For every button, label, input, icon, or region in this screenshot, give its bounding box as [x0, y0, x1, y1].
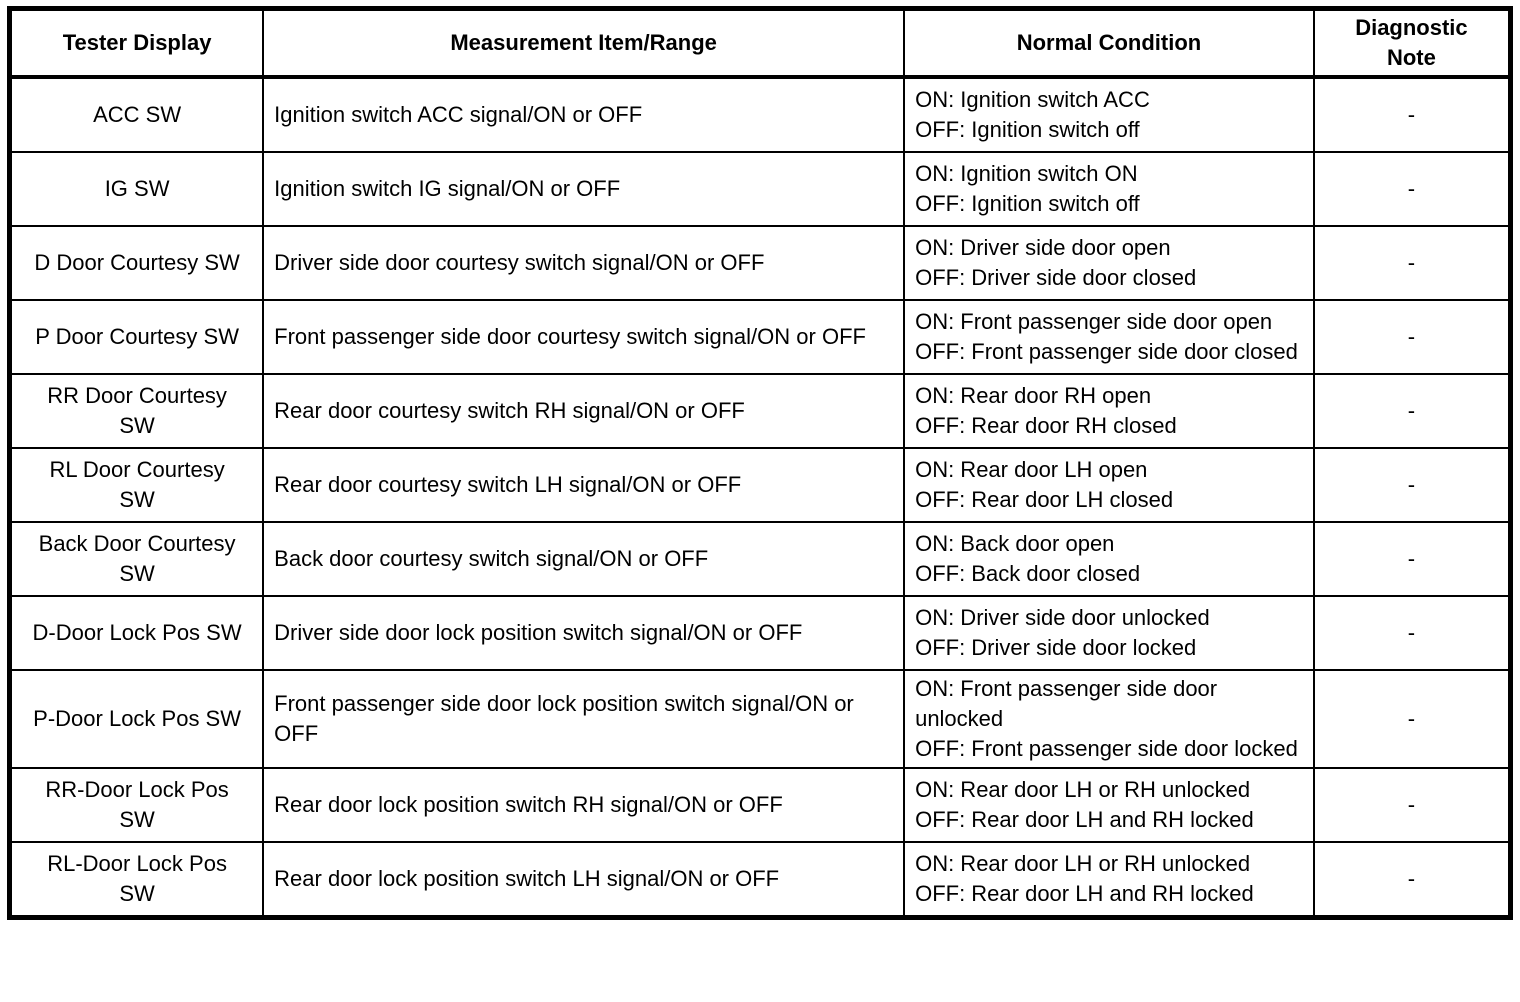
- condition-on-line: ON: Rear door LH or RH unlocked: [915, 851, 1251, 876]
- condition-on-line: ON: Rear door LH or RH unlocked: [915, 777, 1251, 802]
- measurement-item-range-cell: Driver side door courtesy switch signal/…: [262, 225, 906, 301]
- measurement-item-range-cell: Front passenger side door lock position …: [262, 669, 906, 769]
- measurement-item-range-cell: Back door courtesy switch signal/ON or O…: [262, 521, 906, 597]
- condition-off-line: OFF: Rear door RH closed: [915, 413, 1177, 438]
- diagnostic-note-cell: -: [1312, 76, 1512, 153]
- tester-display-cell: Back Door Courtesy SW: [8, 521, 265, 597]
- measurement-item-range-cell: Ignition switch ACC signal/ON or OFF: [262, 76, 906, 153]
- condition-off-line: OFF: Driver side door locked: [915, 635, 1197, 660]
- tester-display-cell: IG SW: [8, 151, 265, 227]
- condition-off-line: OFF: Rear door LH and RH locked: [915, 807, 1254, 832]
- normal-condition-cell: ON: Ignition switch ACC OFF: Ignition swi…: [903, 76, 1315, 153]
- tester-display-cell: RL Door Courtesy SW: [8, 447, 265, 523]
- diagnostic-note-cell: -: [1312, 373, 1512, 449]
- diagnostic-note-cell: -: [1312, 447, 1512, 523]
- condition-on-line: ON: Driver side door open: [915, 235, 1171, 260]
- diagnostic-note-cell: -: [1312, 669, 1512, 769]
- measurement-item-range-cell: Driver side door lock position switch si…: [262, 595, 906, 671]
- condition-off-line: OFF: Rear door LH closed: [915, 487, 1174, 512]
- condition-off-line: OFF: Driver side door closed: [915, 265, 1197, 290]
- tester-display-cell: RR Door Courtesy SW: [8, 373, 265, 449]
- condition-off-line: OFF: Rear door LH and RH locked: [915, 881, 1254, 906]
- condition-on-line: ON: Front passenger side door open: [915, 309, 1273, 334]
- condition-on-line: ON: Driver side door unlocked: [915, 605, 1210, 630]
- tester-display-cell: D Door Courtesy SW: [8, 225, 265, 301]
- tester-display-cell: ACC SW: [8, 76, 265, 153]
- normal-condition-cell: ON: Ignition switch ON OFF: Ignition swit…: [903, 151, 1315, 227]
- measurement-item-range-cell: Rear door courtesy switch LH signal/ON o…: [262, 447, 906, 523]
- condition-off-line: OFF: Ignition switch off: [915, 117, 1140, 142]
- measurement-item-range-cell: Rear door lock position switch RH signal…: [262, 767, 906, 843]
- diagnostic-note-cell: -: [1312, 841, 1512, 919]
- diagnostic-note-cell: -: [1312, 521, 1512, 597]
- tester-display-cell: RR-Door Lock Pos SW: [8, 767, 265, 843]
- diagnostic-note-cell: -: [1312, 299, 1512, 375]
- condition-on-line: ON: Rear door LH open: [915, 457, 1148, 482]
- column-header-measurement-item-range: Measurement Item/Range: [262, 7, 906, 79]
- condition-on-line: ON: Back door open: [915, 531, 1115, 556]
- condition-off-line: OFF: Front passenger side door closed: [915, 339, 1298, 364]
- measurement-item-range-cell: Rear door courtesy switch RH signal/ON o…: [262, 373, 906, 449]
- condition-on-line: ON: Front passenger side door unlocked: [915, 676, 1218, 731]
- tester-display-cell: RL-Door Lock Pos SW: [8, 841, 265, 919]
- measurement-item-range-cell: Front passenger side door courtesy switc…: [262, 299, 906, 375]
- tester-display-cell: P-Door Lock Pos SW: [8, 669, 265, 769]
- column-header-diagnostic-note: Diagnostic Note: [1312, 7, 1512, 79]
- condition-off-line: OFF: Back door closed: [915, 561, 1141, 586]
- measurement-item-range-cell: Rear door lock position switch LH signal…: [262, 841, 906, 919]
- tester-display-cell: P Door Courtesy SW: [8, 299, 265, 375]
- table-header-row: Tester Display Measurement Item/Range No…: [8, 7, 1512, 79]
- measurement-item-range-cell: Ignition switch IG signal/ON or OFF: [262, 151, 906, 227]
- diagnostic-note-cell: -: [1312, 595, 1512, 671]
- column-header-tester-display: Tester Display: [8, 7, 265, 79]
- column-header-normal-condition: Normal Condition: [903, 7, 1315, 79]
- diagnostic-note-cell: -: [1312, 767, 1512, 843]
- diagnostic-data-list-table: Tester Display Measurement Item/Range No…: [7, 6, 1513, 920]
- diagnostic-note-cell: -: [1312, 151, 1512, 227]
- condition-off-line: OFF: Ignition switch off: [915, 191, 1140, 216]
- condition-on-line: ON: Rear door RH open: [915, 383, 1152, 408]
- condition-on-line: ON: Ignition switch ACC: [915, 87, 1150, 112]
- diagnostic-note-cell: -: [1312, 225, 1512, 301]
- tester-display-cell: D-Door Lock Pos SW: [8, 595, 265, 671]
- condition-on-line: ON: Ignition switch ON: [915, 161, 1138, 186]
- condition-off-line: OFF: Front passenger side door locked: [915, 736, 1298, 761]
